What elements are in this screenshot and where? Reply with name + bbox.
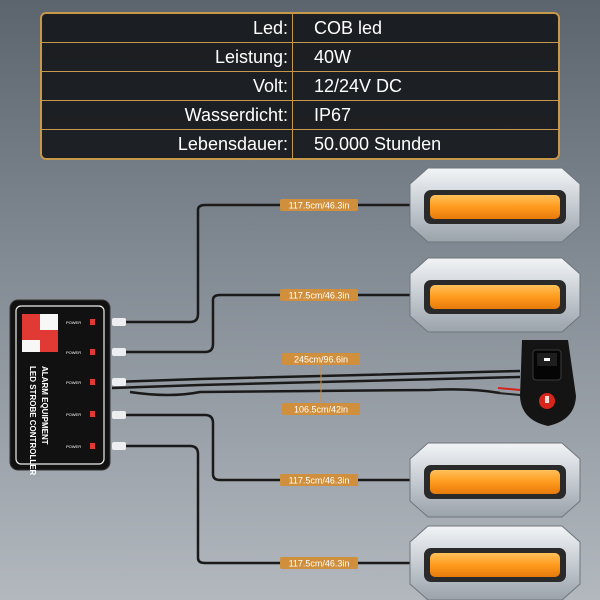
wire-switch-b [111, 375, 521, 390]
strobe-controller: LED STROBE CONTROLLER ALARM EQUIPMENT PO… [9, 299, 111, 476]
cable-label-power: 106.5cm/42in [282, 403, 360, 415]
port-dots [90, 319, 95, 449]
cable-label-light-4: 117.5cm/46.3in [280, 557, 358, 569]
switch-indicator [544, 358, 550, 361]
spec-table: Led: COB led Leistung: 40W Volt: 12/24V … [40, 12, 560, 160]
spec-divider [292, 43, 293, 71]
spec-divider [292, 130, 293, 159]
cable-length-text: 117.5cm/46.3in [289, 291, 350, 301]
controller-title: LED STROBE CONTROLLER [28, 366, 37, 476]
connector [112, 411, 126, 419]
spec-label: Volt: [252, 76, 288, 96]
cable-length-text: 117.5cm/46.3in [289, 201, 350, 211]
cable-label-switch: 245cm/96.6in [282, 353, 360, 365]
connector [112, 318, 126, 326]
connector [112, 348, 126, 356]
cable-label-light-2: 117.5cm/46.3in [280, 289, 358, 301]
spec-row-lifetime: Lebensdauer: 50.000 Stunden [42, 130, 558, 159]
led-light-bar-1 [409, 167, 581, 243]
wire-red-end [497, 387, 521, 391]
port-labels: POWER POWER POWER POWER POWER [66, 320, 81, 449]
led-strip [430, 285, 560, 309]
wire-light-3 [112, 413, 410, 482]
port-label: POWER [66, 320, 81, 325]
led-light-bar-4 [409, 525, 581, 600]
wire-group [111, 203, 521, 565]
spec-value: COB led [314, 18, 383, 38]
spec-value: IP67 [314, 105, 352, 125]
spec-label: Leistung: [214, 47, 288, 67]
wire-switch-a [111, 369, 521, 384]
wire-power [129, 388, 501, 397]
spec-label: Led: [252, 18, 288, 38]
led-light-bar-3 [409, 442, 581, 518]
spec-label: Lebensdauer: [177, 134, 288, 154]
spec-divider [292, 101, 293, 129]
wire-light-4 [112, 444, 410, 565]
cable-length-text: 106.5cm/42in [294, 405, 348, 415]
cable-label-light-3: 117.5cm/46.3in [280, 474, 358, 486]
logo-mark [22, 314, 58, 352]
cable-label-light-1: 117.5cm/46.3in [280, 199, 358, 211]
spec-row-waterproof: Wasserdicht: IP67 [42, 101, 558, 130]
spec-row-power: Leistung: 40W [42, 43, 558, 72]
cable-length-text: 117.5cm/46.3in [289, 559, 350, 569]
connector-group [112, 318, 126, 450]
spec-divider [292, 72, 293, 100]
rocker-switch [520, 340, 576, 426]
led-light-bar-2 [409, 257, 581, 333]
port-label: POWER [66, 350, 81, 355]
cable-length-text: 117.5cm/46.3in [289, 476, 350, 486]
wire-black-end [497, 392, 521, 396]
spec-value: 12/24V DC [314, 76, 403, 96]
port-label: POWER [66, 412, 81, 417]
led-strip [430, 195, 560, 219]
connector [112, 378, 126, 386]
spec-label: Wasserdicht: [184, 105, 288, 125]
led-strip [430, 470, 560, 494]
spec-divider [292, 14, 293, 42]
connector [112, 442, 126, 450]
port-label: POWER [66, 444, 81, 449]
port-label: POWER [66, 380, 81, 385]
spec-row-led: Led: COB led [42, 14, 558, 43]
wire-light-1 [112, 203, 410, 324]
spec-value: 40W [314, 47, 352, 67]
cable-length-text: 245cm/96.6in [294, 355, 348, 365]
spec-row-volt: Volt: 12/24V DC [42, 72, 558, 101]
wire-light-2 [112, 293, 410, 354]
spec-value: 50.000 Stunden [314, 134, 442, 154]
controller-subtitle: ALARM EQUIPMENT [40, 366, 49, 445]
led-strip [430, 553, 560, 577]
